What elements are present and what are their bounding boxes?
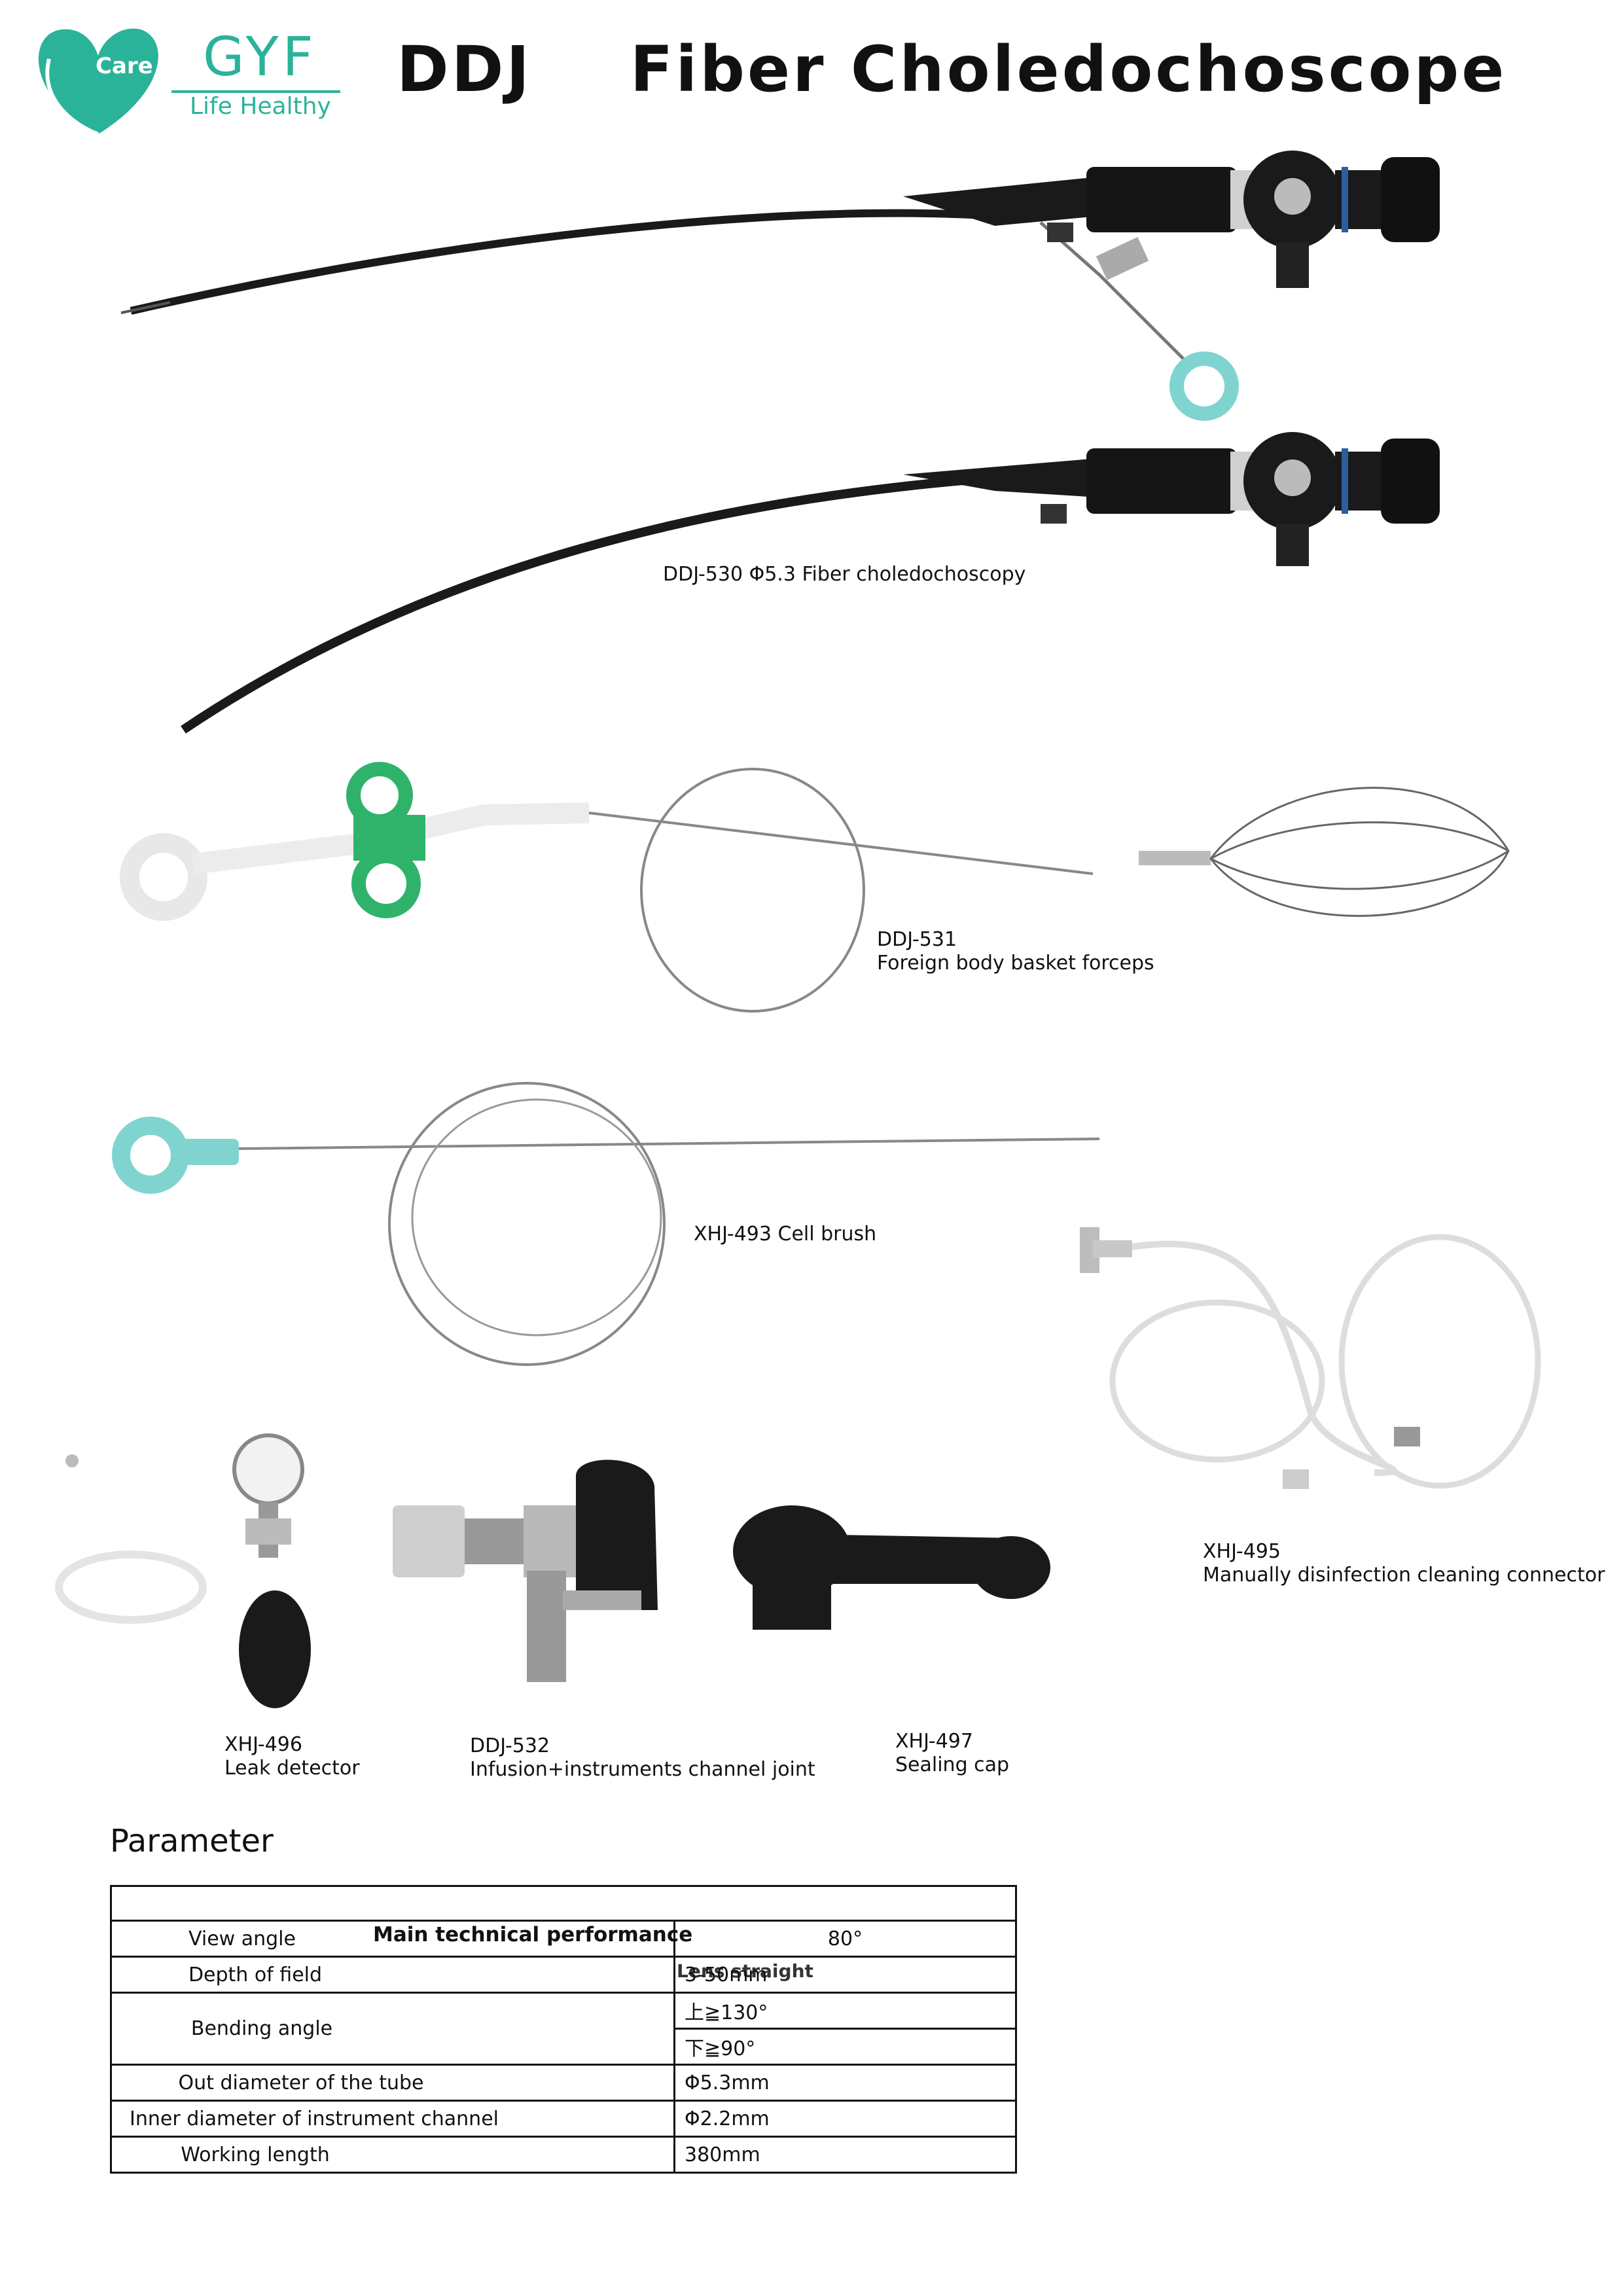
product-name: Manually disinfection cleaning connector <box>1203 1564 1605 1587</box>
brand-name: GYF <box>203 26 317 88</box>
channel-joint-icon <box>393 1460 658 1682</box>
caption-xhj-496: XHJ-496 Leak detector <box>224 1733 360 1780</box>
table-row: Working length 380mm <box>110 2136 1017 2174</box>
depth-of-field-overlay: Lens straight <box>677 1960 813 1982</box>
product-code: XHJ-497 <box>895 1730 973 1753</box>
caption-xhj-493: XHJ-493 Cell brush <box>694 1223 877 1246</box>
row-value: 380mm <box>673 2136 1017 2174</box>
row-label: Inner diameter of instrument channel <box>110 2100 675 2138</box>
table-row: Bending angle 上≧130° <box>110 1992 1017 2066</box>
product-name: Infusion+instruments channel joint <box>470 1758 815 1781</box>
row-value: 3-50mm <box>673 1956 1017 1994</box>
table-row <box>110 1885 1017 1922</box>
row-value: 上≧130° <box>673 1992 1017 2030</box>
caption-ddj-530: DDJ-530 Φ5.3 Fiber choledochoscopy <box>663 563 1026 586</box>
table-header: Main technical performance <box>373 1923 693 1946</box>
row-label: Depth of field <box>110 1956 675 1994</box>
parameter-table: View angle 80° Depth of field 3-50mm Ben… <box>110 1885 1017 2174</box>
page-title: DDJ Fiber Choledochoscope <box>397 33 1507 106</box>
table-row: View angle 80° <box>110 1920 1017 1958</box>
product-name: Foreign body basket forceps <box>877 952 1154 975</box>
product-name: Sealing cap <box>895 1753 1010 1776</box>
fiber-choledochoscope-icon <box>120 151 1440 421</box>
row-label: View angle <box>110 1920 675 1958</box>
product-code: DDJ-532 <box>470 1734 550 1757</box>
caption-ddj-532: DDJ-532 Infusion+instruments channel joi… <box>470 1734 815 1782</box>
row-value: 80° <box>673 1920 1017 1958</box>
row-label: Working length <box>110 2136 675 2174</box>
table-row: Out diameter of the tube Φ5.3mm <box>110 2064 1017 2102</box>
cleaning-connector-icon <box>1080 1227 1541 1489</box>
row-label: Out diameter of the tube <box>110 2064 675 2102</box>
parameter-heading: Parameter <box>110 1823 274 1859</box>
caption-xhj-495: XHJ-495 Manually disinfection cleaning c… <box>1203 1540 1605 1587</box>
table-row: Depth of field 3-50mm <box>110 1956 1017 1994</box>
caption-xhj-497: XHJ-497 Sealing cap <box>895 1730 1009 1777</box>
row-value: 下≧90° <box>673 2028 1017 2066</box>
product-code: XHJ-496 <box>224 1733 302 1756</box>
table-row: Inner diameter of instrument channel Φ2.… <box>110 2100 1017 2138</box>
fiber-choledochoscope-icon <box>181 432 1440 734</box>
leak-detector-icon <box>55 1433 311 1708</box>
table-row: 下≧90° <box>111 2028 1017 2066</box>
basket-forceps-icon <box>120 762 1510 1013</box>
product-name: Leak detector <box>224 1757 360 1780</box>
row-value: Φ2.2mm <box>673 2100 1017 2138</box>
caption-ddj-531: DDJ-531 Foreign body basket forceps <box>877 928 1154 975</box>
sealing-cap-icon <box>733 1505 1050 1630</box>
row-value: Φ5.3mm <box>673 2064 1017 2102</box>
cell-brush-icon <box>112 1082 1100 1366</box>
row-label: Bending angle <box>110 1992 675 2066</box>
brand-tagline: Life Healthy <box>190 93 331 120</box>
product-code: XHJ-495 <box>1203 1540 1281 1563</box>
product-code: DDJ-531 <box>877 928 957 951</box>
